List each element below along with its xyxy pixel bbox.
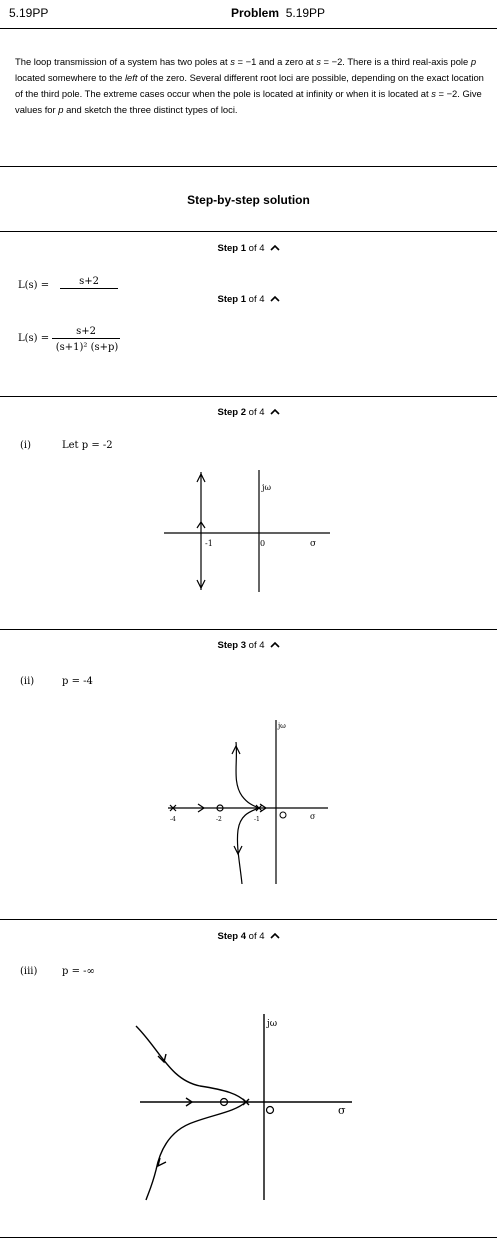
tick-label: -4 xyxy=(170,816,176,823)
problem-title: Problem 5.19PP xyxy=(231,6,326,20)
step-1-header-duplicate[interactable]: Step 1 of 4 xyxy=(0,294,497,305)
arrow-up-icon xyxy=(231,744,241,755)
case-label: (iii) xyxy=(20,966,38,977)
solution-title: Step-by-step solution xyxy=(187,193,310,207)
step-4-header[interactable]: Step 4 of 4 xyxy=(0,931,497,942)
chevron-up-icon[interactable] xyxy=(269,243,280,254)
sigma-axis-label: σ xyxy=(310,539,316,549)
arrow-right-icon xyxy=(197,803,206,813)
zero-marker xyxy=(216,804,224,812)
pole-marker xyxy=(169,804,177,812)
pole-marker xyxy=(242,1098,250,1106)
chevron-up-icon[interactable] xyxy=(269,931,280,942)
chevron-up-icon[interactable] xyxy=(269,640,280,651)
locus-branch xyxy=(145,1101,247,1201)
equation-numerator: s+2 xyxy=(52,325,120,339)
divider xyxy=(0,629,497,630)
root-locus-plot-case-ii: jω σ -4 -2 -1 xyxy=(168,720,328,885)
case-condition: p = -4 xyxy=(62,676,93,687)
tick-label: -1 xyxy=(254,816,260,823)
arrow-down-left-icon xyxy=(156,1157,167,1168)
arrow-down-icon xyxy=(233,845,243,856)
divider xyxy=(0,166,497,167)
tick-label: -2 xyxy=(216,816,222,823)
locus-branch xyxy=(235,741,260,809)
origin-marker xyxy=(279,811,287,819)
case-label: (ii) xyxy=(20,676,35,687)
page-header: 5.19PP Problem 5.19PP xyxy=(0,0,497,28)
zero-marker xyxy=(219,1097,229,1107)
arrow-up-icon xyxy=(196,520,206,529)
jw-axis-label: jω xyxy=(261,483,271,492)
divider xyxy=(0,396,497,397)
equation-denominator: (s+1)² (s+p) xyxy=(55,342,119,353)
jw-axis-label: jω xyxy=(277,722,286,730)
case-condition: p = -∞ xyxy=(62,966,95,977)
divider xyxy=(0,1237,497,1238)
case-label: (i) xyxy=(20,440,32,451)
origin-marker xyxy=(265,1105,275,1115)
arrow-up-left-icon xyxy=(157,1053,167,1064)
arrow-down-icon xyxy=(196,579,206,590)
tick-label: -1 xyxy=(205,539,213,548)
root-locus-plot-case-iii: jω σ xyxy=(135,1014,352,1201)
equation-loop-transmission: L(s) = xyxy=(18,333,50,344)
step-1-header[interactable]: Step 1 of 4 xyxy=(0,243,497,254)
chevron-up-icon[interactable] xyxy=(269,407,280,418)
divider xyxy=(0,919,497,920)
problem-code: 5.19PP xyxy=(9,6,49,20)
sigma-axis-label: σ xyxy=(338,1104,346,1117)
problem-statement: The loop transmission of a system has tw… xyxy=(15,56,484,115)
tick-label: 0 xyxy=(260,539,265,548)
equation-numerator: s+2 xyxy=(60,275,118,289)
chevron-up-icon[interactable] xyxy=(269,294,280,305)
sigma-axis-label: σ xyxy=(310,812,316,821)
arrow-up-icon xyxy=(196,472,206,483)
step-2-header[interactable]: Step 2 of 4 xyxy=(0,407,497,418)
root-locus-plot-case-i: jω σ -1 0 xyxy=(164,470,330,592)
pole-marker xyxy=(255,804,263,812)
jw-axis-label: jω xyxy=(266,1019,277,1029)
divider xyxy=(0,231,497,232)
equation-loop-transmission-partial: L(s) = xyxy=(18,280,50,291)
case-condition: Let p = -2 xyxy=(62,440,113,451)
arrow-right-icon xyxy=(185,1097,194,1107)
locus-branch xyxy=(135,1025,247,1103)
locus-branch xyxy=(236,807,260,885)
divider xyxy=(0,28,497,29)
step-3-header[interactable]: Step 3 of 4 xyxy=(0,640,497,651)
